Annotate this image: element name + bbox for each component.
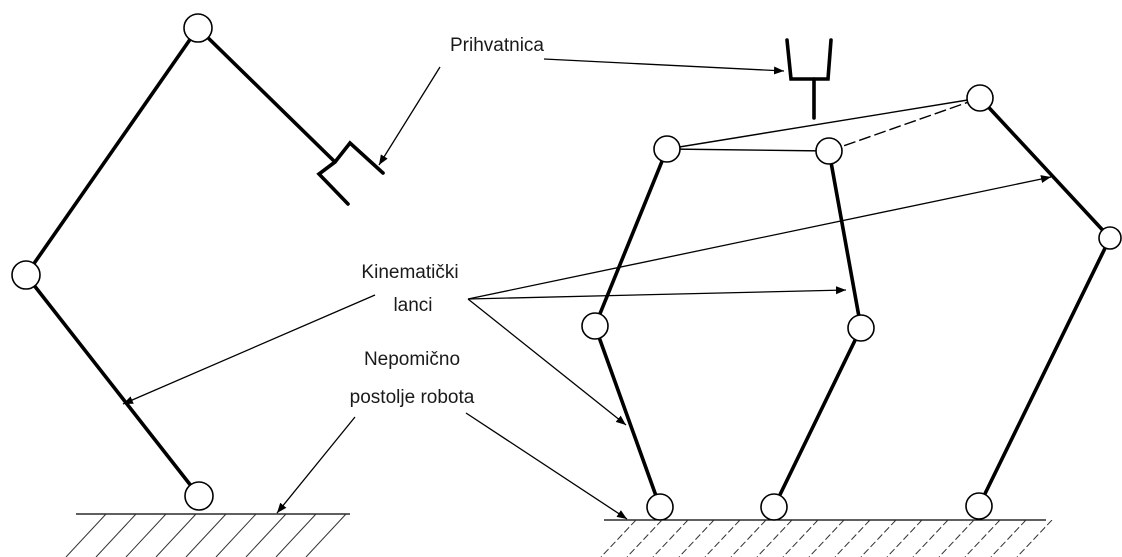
leader-arrows	[122, 58, 1052, 520]
chain-1-lower-link	[593, 324, 662, 509]
label-kinematic-chains-line2: lanci	[393, 295, 432, 316]
arrow-to-platform-gripper	[543, 58, 785, 75]
label-kinematic-chains-line1: Kinematički	[361, 262, 458, 283]
arrow-to-serial-gripper	[378, 66, 441, 166]
serial-joint-elbow	[11, 260, 41, 290]
arrow-to-left-ground	[276, 416, 356, 514]
serial-link-upper	[196, 26, 337, 164]
platform-joint-1	[653, 135, 681, 163]
platform-joint-3	[966, 84, 994, 112]
serial-joint-shoulder	[183, 13, 213, 43]
arrow-to-serial-chain	[122, 294, 376, 405]
label-fixed-base-line1: Nepomično	[364, 349, 460, 370]
chain-1-middle-joint	[581, 312, 609, 340]
platform-edge-back	[828, 97, 981, 152]
label-fixed-base-line2: postolje robota	[350, 387, 475, 408]
serial-robot	[11, 13, 385, 511]
arrow-to-chain-3	[467, 175, 1052, 300]
chain-3-upper-link	[978, 96, 1112, 240]
chain-2-middle-joint	[847, 314, 875, 342]
left-ground	[65, 513, 350, 557]
label-gripper: Prihvatnica	[450, 35, 544, 56]
serial-gripper-icon	[316, 140, 385, 206]
chain-2-upper-link	[827, 149, 863, 330]
arrow-to-chain-1	[467, 298, 627, 426]
serial-link-middle	[24, 26, 200, 277]
serial-link-lower	[24, 273, 201, 498]
chain-1-base-joint	[646, 493, 674, 521]
chain-3-middle-joint	[1098, 226, 1122, 250]
labels: Prihvatnica Kinematički lanci Nepomično …	[350, 35, 545, 408]
chain-1-upper-link	[593, 147, 669, 328]
platform-joint-2	[815, 137, 843, 165]
platform-edge-top	[666, 97, 981, 150]
arrow-to-chain-2	[467, 286, 847, 300]
arrow-to-right-ground	[465, 412, 628, 520]
chain-3-lower-link	[977, 236, 1112, 508]
chain-2-lower-link	[772, 326, 863, 509]
chain-3-base-joint	[965, 492, 993, 520]
parallel-robot	[581, 38, 1122, 521]
platform-edge-front	[666, 148, 830, 152]
right-ground	[600, 519, 1053, 557]
chain-2-base-joint	[760, 493, 788, 521]
platform-gripper-icon	[785, 38, 833, 81]
serial-joint-base	[184, 481, 214, 511]
